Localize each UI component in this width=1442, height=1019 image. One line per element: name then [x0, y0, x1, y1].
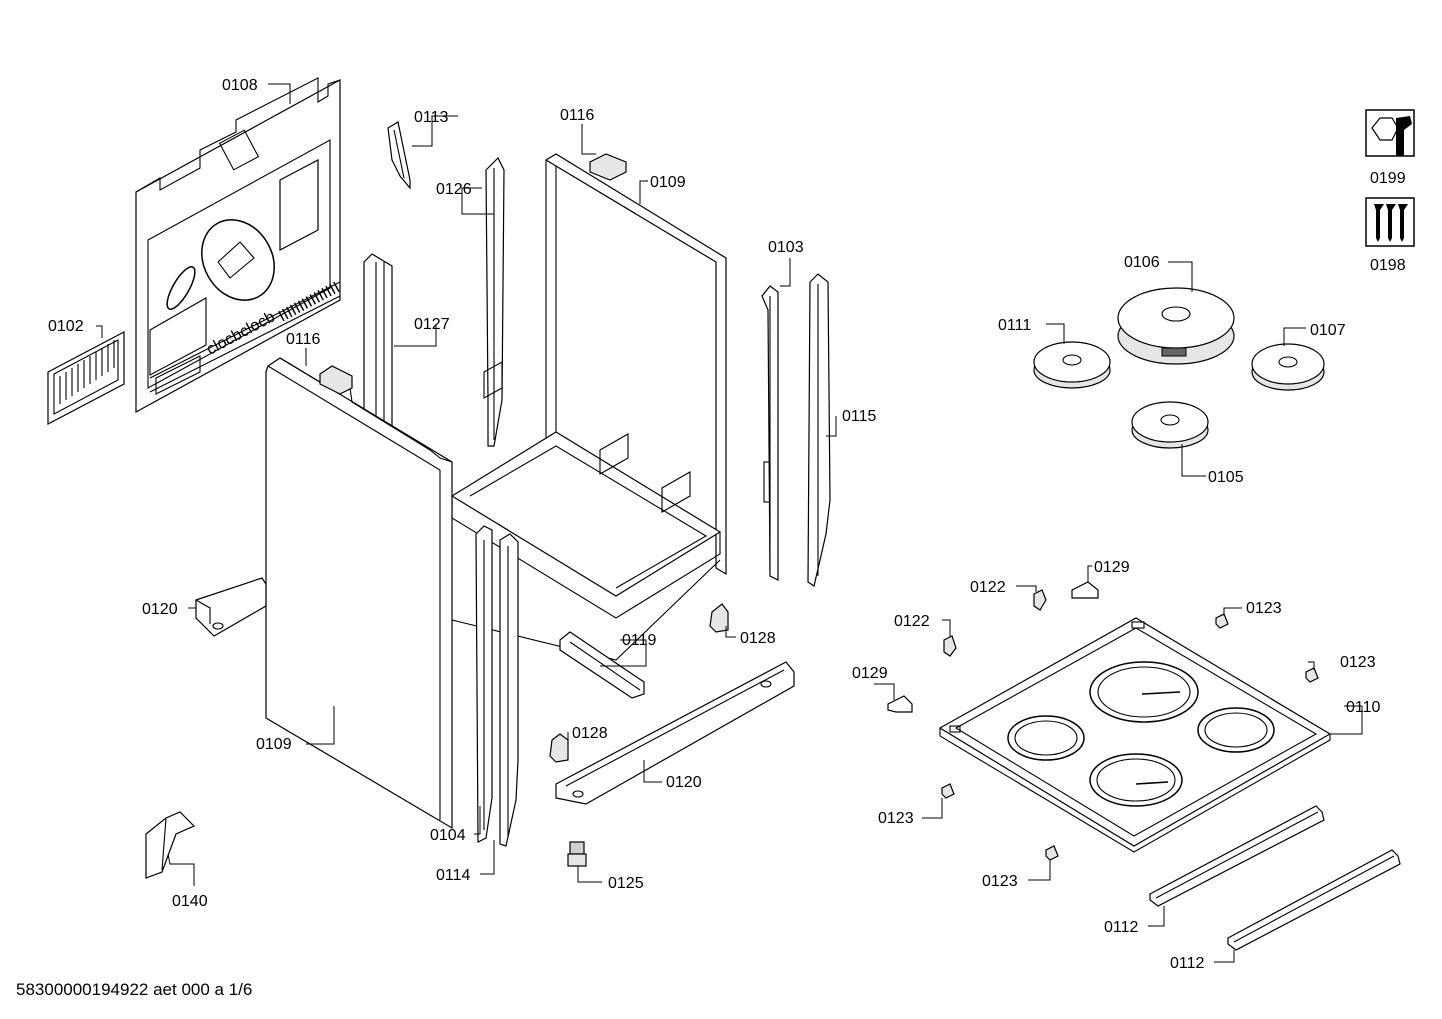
strip-0112-a — [1149, 805, 1325, 907]
screws-icon — [1365, 197, 1415, 247]
label-0199: 0199 — [1370, 170, 1406, 187]
wrench-nut-icon — [1365, 109, 1415, 157]
vent-grille-0102 — [47, 331, 125, 425]
clip-0123-a — [1215, 613, 1229, 629]
label-0123-c: 0123 — [878, 810, 914, 827]
label-0111: 0111 — [998, 317, 1031, 334]
clip-0129-b — [887, 695, 913, 713]
front-strip-0114 — [499, 533, 519, 847]
side-rail-0126 — [483, 156, 505, 447]
label-0106: 0106 — [1124, 254, 1160, 271]
label-0140: 0140 — [172, 893, 208, 910]
foot-0125 — [567, 841, 587, 867]
hob-top-0110 — [938, 617, 1332, 853]
leader-lines — [96, 83, 1363, 963]
rail-0120-right — [555, 661, 795, 805]
hotplate-0107 — [1251, 343, 1325, 391]
label-0102: 0102 — [48, 318, 84, 335]
clip-0123-b — [1305, 667, 1319, 683]
rail-0103 — [761, 285, 779, 581]
label-0128-right: 0128 — [740, 630, 776, 647]
label-0120-left: 0120 — [142, 601, 178, 618]
clip-0116-top — [589, 153, 627, 181]
label-0123-b: 0123 — [1340, 654, 1376, 671]
clip-0116-side — [319, 365, 353, 395]
clip-0122-b — [943, 635, 957, 657]
clip-0122-a — [1033, 589, 1047, 611]
hotplate-0105 — [1131, 401, 1209, 449]
label-0128-left: 0128 — [572, 725, 608, 742]
label-0109-side: 0109 — [256, 736, 292, 753]
bracket-0113 — [387, 121, 411, 190]
label-0198: 0198 — [1370, 257, 1406, 274]
clip-0123-d — [1045, 845, 1059, 861]
part-labels: 0108 0113 0116 0109 0126 0103 0102 0127 … — [48, 77, 1406, 972]
label-0115: 0115 — [842, 408, 877, 425]
clip-0129-a — [1071, 581, 1099, 599]
label-0129-left: 0129 — [852, 665, 888, 682]
label-0119: 0119 — [622, 632, 657, 649]
label-0110: 0110 — [1346, 699, 1381, 716]
label-0122-top: 0122 — [970, 579, 1006, 596]
label-0126: 0126 — [436, 181, 472, 198]
label-0123-d: 0123 — [982, 873, 1018, 890]
label-0129-top: 0129 — [1094, 559, 1130, 576]
bracket-0140 — [145, 811, 196, 879]
label-0104: 0104 — [430, 827, 466, 844]
rail-0120-left — [195, 577, 267, 637]
label-0109-top: 0109 — [650, 174, 686, 191]
label-0107: 0107 — [1310, 322, 1346, 339]
clip-0128-right — [709, 603, 729, 633]
rear-panel-0108: clocbclocb IIIIIIIIIIIIIII — [135, 77, 343, 414]
label-0120-right: 0120 — [666, 774, 702, 791]
label-0112-b: 0112 — [1170, 955, 1205, 972]
strip-0112-b — [1227, 849, 1401, 951]
label-0105: 0105 — [1208, 469, 1244, 486]
hotplate-0106 — [1117, 287, 1235, 365]
label-0112-a: 0112 — [1104, 919, 1139, 936]
label-0114: 0114 — [436, 867, 471, 884]
label-0108: 0108 — [222, 77, 258, 94]
clip-0128-left — [549, 733, 569, 763]
side-panel-0109 — [265, 357, 453, 830]
label-0123-a: 0123 — [1246, 600, 1282, 617]
label-0122-left: 0122 — [894, 613, 930, 630]
label-0113: 0113 — [414, 109, 449, 126]
hotplate-0111 — [1033, 341, 1111, 389]
clip-0123-c — [941, 783, 955, 799]
label-0125: 0125 — [608, 875, 644, 892]
front-strip-0104 — [475, 525, 493, 843]
label-0116-side: 0116 — [286, 331, 321, 348]
carcass-0109 — [450, 153, 727, 661]
label-0127: 0127 — [414, 316, 450, 333]
rail-0115 — [807, 273, 831, 587]
label-0103: 0103 — [768, 239, 804, 256]
document-reference-footer: 58300000194922 aet 000 a 1/6 — [16, 980, 253, 999]
label-0116-top: 0116 — [560, 107, 595, 124]
